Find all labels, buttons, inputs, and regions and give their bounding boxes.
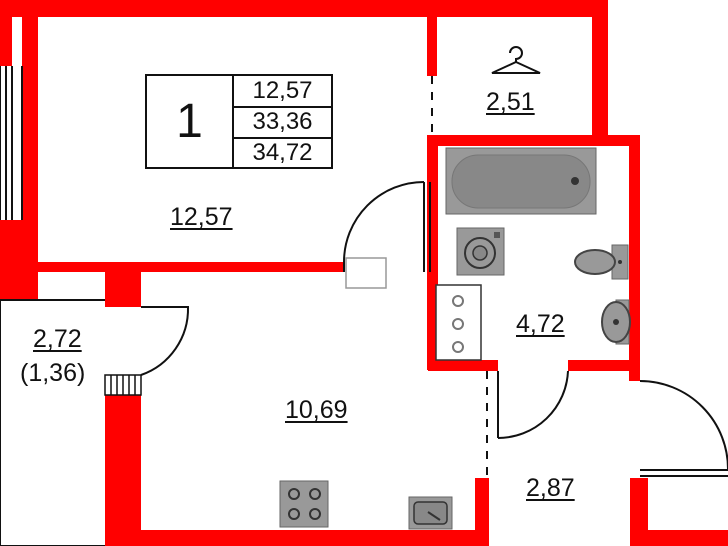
hallway-area: 2,87 — [526, 474, 575, 502]
cabinet-icon — [435, 284, 482, 361]
thresholds — [104, 257, 387, 396]
total-area-with-balcony-value: 34,72 — [252, 139, 313, 166]
balcony-outline — [0, 66, 105, 546]
living-area-value: 12,57 — [232, 76, 333, 108]
apartment-legend: 1 12,57 33,36 34,72 — [145, 74, 333, 169]
hanger-icon — [491, 46, 541, 74]
stove-icon — [279, 480, 329, 528]
balcony-reduced-area: (1,36) — [20, 359, 86, 387]
kitchen-area: 10,69 — [285, 396, 348, 424]
toilet-icon — [574, 244, 629, 280]
washing-machine-icon — [456, 227, 505, 276]
bathroom-area: 4,72 — [516, 310, 565, 338]
total-area-value: 33,36 — [232, 107, 333, 139]
room-count: 1 — [147, 76, 234, 167]
wardrobe-area: 2,51 — [486, 88, 535, 116]
balcony-area: 2,72 — [33, 325, 82, 353]
sink-icon — [601, 299, 631, 345]
doors — [140, 181, 728, 477]
bathtub-icon — [445, 147, 597, 215]
kitchen-sink-icon — [408, 496, 453, 530]
living-room-area: 12,57 — [170, 203, 233, 231]
partitions — [343, 76, 488, 478]
